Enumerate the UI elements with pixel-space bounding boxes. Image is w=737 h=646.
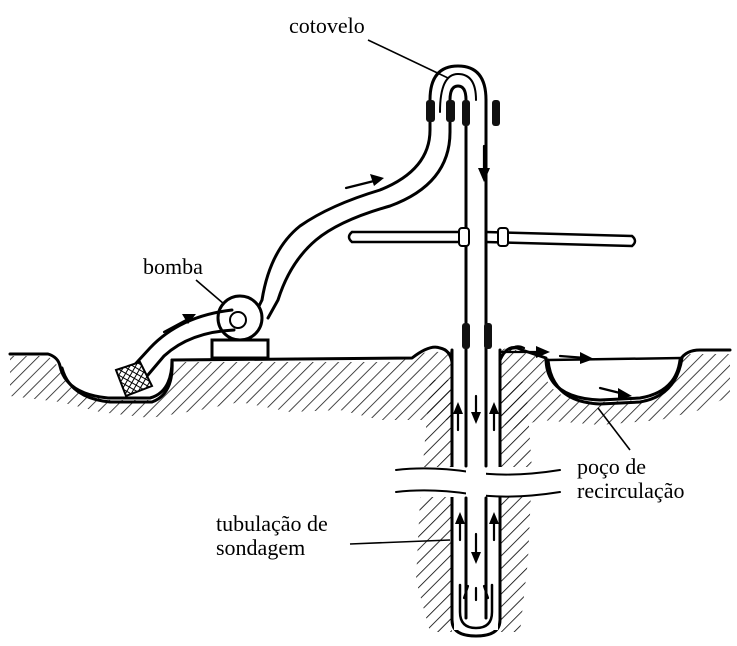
label-tubulacao-line2: sondagem (216, 536, 328, 560)
strainer-icon (116, 362, 152, 396)
label-bomba: bomba (143, 255, 203, 279)
leader-cotovelo (368, 40, 448, 78)
pipe-handle (349, 228, 635, 246)
label-poco-line2: recirculação (577, 479, 684, 503)
label-cotovelo: cotovelo (289, 14, 365, 38)
leader-bomba (196, 280, 224, 304)
label-tubulacao-line1: tubulação de (216, 512, 328, 536)
gooseneck-hose (256, 66, 500, 318)
label-tubulacao-de-sondagem: tubulação de sondagem (216, 512, 328, 560)
label-poco-de-recirculacao: poço de recirculação (577, 455, 684, 503)
pump (212, 296, 268, 358)
label-poco-line1: poço de (577, 455, 684, 479)
